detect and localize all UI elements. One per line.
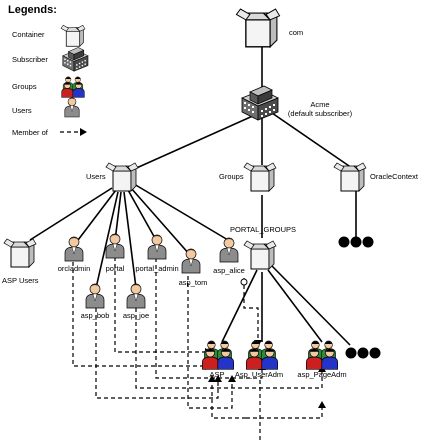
acme-subscriber-icon[interactable] bbox=[241, 85, 279, 121]
more-ellipsis-portal-groups bbox=[345, 347, 381, 359]
legend-container-icon bbox=[60, 24, 86, 47]
member-of-edges bbox=[72, 257, 323, 440]
legend-user-icon bbox=[64, 97, 80, 118]
legend-label-container: Container bbox=[12, 30, 45, 39]
legend-member-of-arrow bbox=[60, 128, 87, 136]
portal-groups-container-icon[interactable] bbox=[243, 240, 277, 270]
node-label-acme-sub: (default subscriber) bbox=[287, 109, 353, 118]
user-asp-tom-icon[interactable] bbox=[181, 248, 201, 274]
users-container-icon[interactable] bbox=[105, 162, 139, 192]
node-label-asp-bob: asp_bob bbox=[80, 311, 110, 320]
user-asp-alice-icon[interactable] bbox=[219, 237, 239, 263]
groups-container-icon[interactable] bbox=[243, 162, 277, 192]
com-container-icon[interactable] bbox=[235, 8, 281, 48]
member-of-origin bbox=[240, 278, 248, 286]
node-label-com: com bbox=[289, 28, 304, 37]
legend-group-icon bbox=[61, 76, 85, 98]
node-label-acme: Acme bbox=[310, 100, 330, 109]
asp-users-container-icon[interactable] bbox=[3, 238, 37, 268]
legend-label-users: Users bbox=[12, 106, 32, 115]
user-asp-bob-icon[interactable] bbox=[85, 283, 105, 309]
legend-label-groups: Groups bbox=[12, 82, 37, 91]
user-portal-icon[interactable] bbox=[105, 233, 125, 259]
node-label-asp-joe: asp_joe bbox=[122, 311, 150, 320]
group-asp-useradm-icon[interactable] bbox=[245, 340, 279, 370]
node-label-portal-admin: portal_admin bbox=[135, 264, 179, 273]
node-label-asp-tom: asp_tom bbox=[178, 278, 208, 287]
node-label-asp-users: ASP Users bbox=[2, 276, 39, 285]
oraclecontext-container-icon[interactable] bbox=[333, 162, 367, 192]
node-label-portal: portal bbox=[105, 264, 125, 273]
user-portal-admin-icon[interactable] bbox=[147, 234, 167, 260]
node-label-users: Users bbox=[86, 172, 106, 181]
group-asp-pageadm-icon[interactable] bbox=[305, 340, 339, 370]
more-ellipsis-oraclecontext bbox=[338, 236, 374, 248]
node-label-asp-pageadm: asp_PageAdm bbox=[297, 370, 347, 379]
node-label-asp-alice: asp_alice bbox=[213, 266, 245, 275]
node-label-asp: ASP bbox=[209, 370, 225, 379]
legend-subscriber-icon bbox=[62, 47, 89, 72]
node-label-orcladmin: orcladmin bbox=[57, 264, 91, 273]
legend-title: Legends: bbox=[8, 4, 57, 16]
user-orcladmin-icon[interactable] bbox=[64, 236, 84, 262]
legend-label-member-of: Member of bbox=[12, 128, 48, 137]
tree-edges bbox=[29, 45, 357, 346]
node-label-groups: Groups bbox=[219, 172, 244, 181]
group-asp-icon[interactable] bbox=[201, 340, 235, 370]
node-label-asp-useradm: Asp_UserAdm bbox=[234, 370, 284, 379]
node-label-portal-groups: PORTAL_GROUPS bbox=[230, 225, 296, 234]
user-asp-joe-icon[interactable] bbox=[126, 283, 146, 309]
legend-label-subscriber: Subscriber bbox=[12, 55, 48, 64]
node-label-oraclecontext: OracleContext bbox=[370, 172, 418, 181]
